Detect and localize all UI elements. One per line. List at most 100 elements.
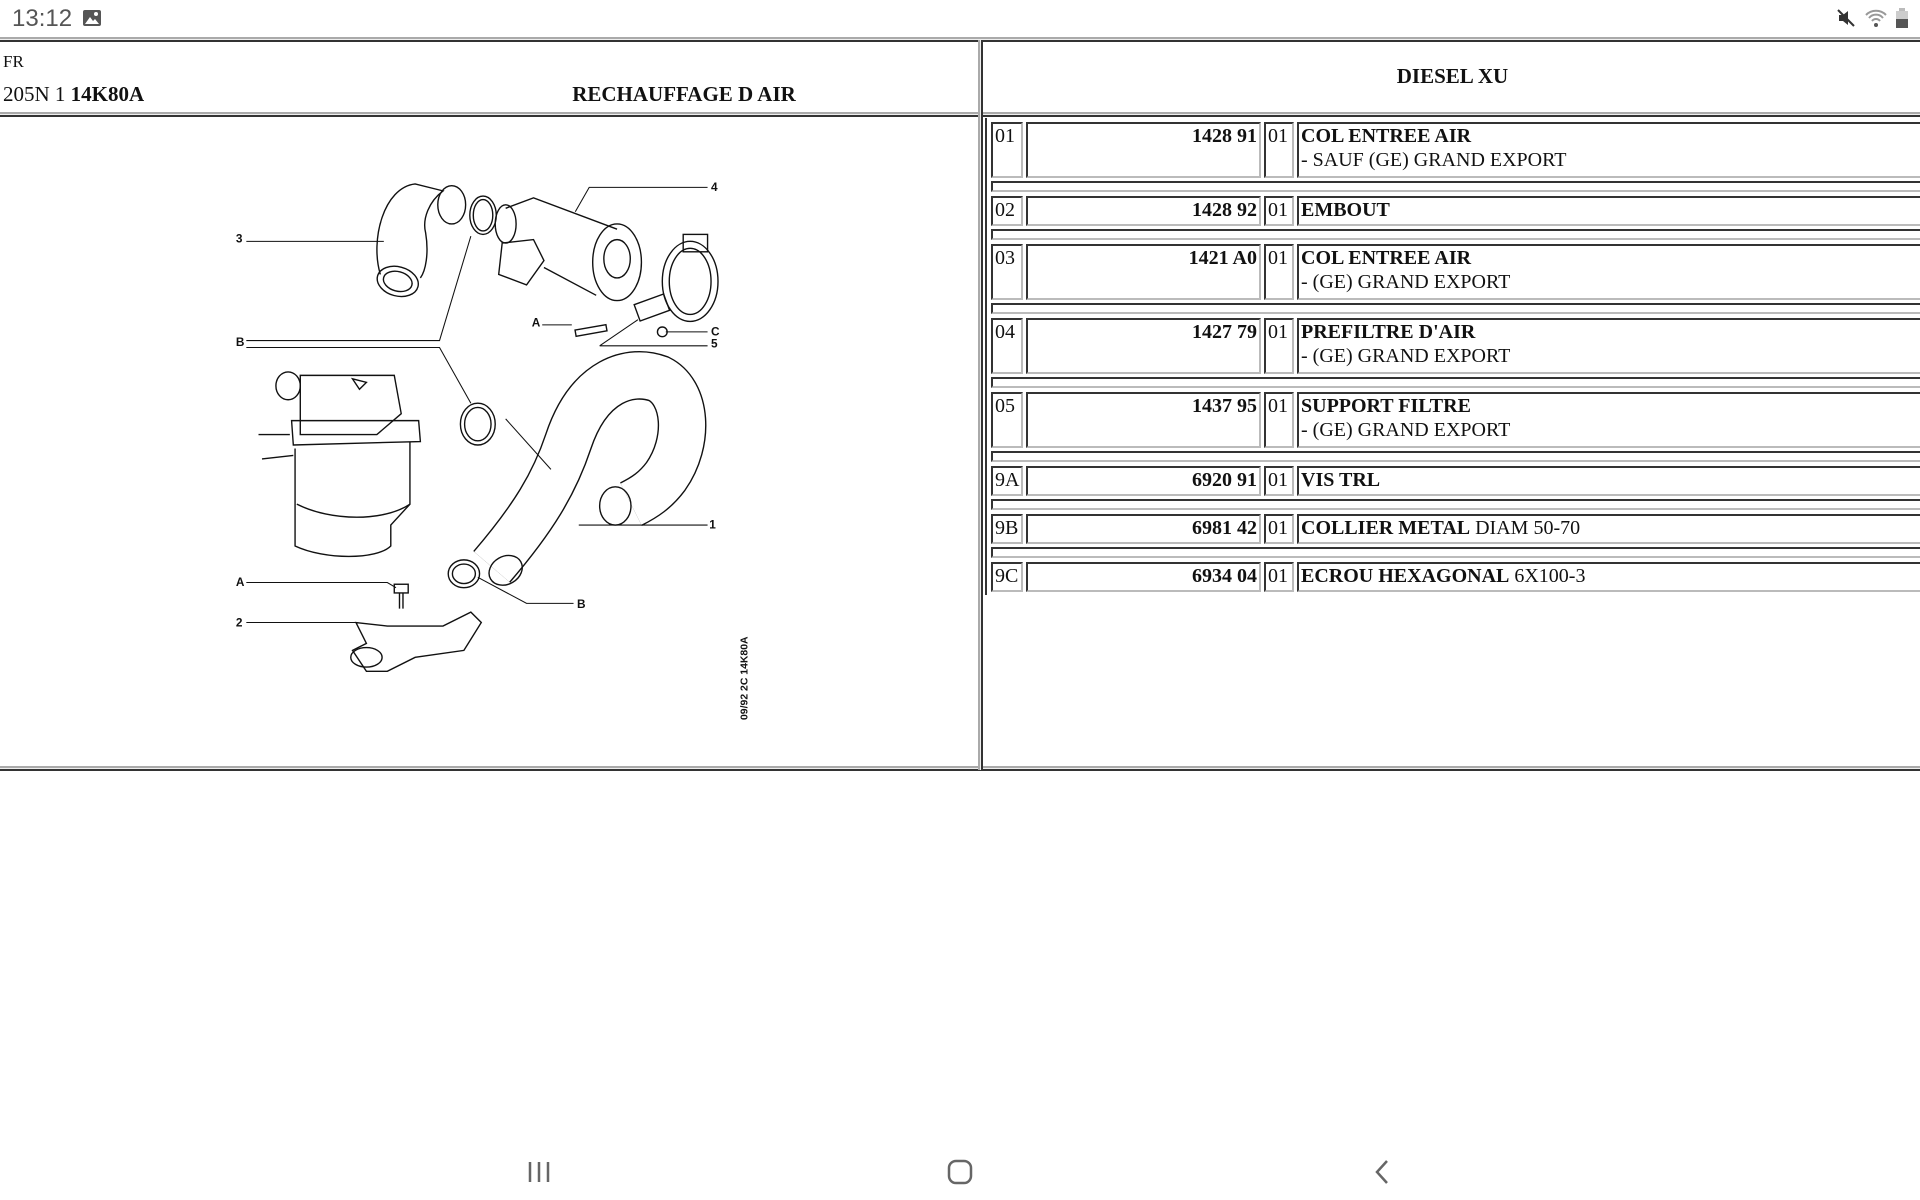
part-note: - (GE) GRAND EXPORT — [1301, 345, 1511, 367]
divider — [0, 112, 1920, 117]
status-time: 13:12 — [12, 5, 73, 32]
navigation-bar — [0, 1140, 1920, 1200]
diagram-stamp: 09/92 2C 14K80A — [740, 636, 751, 720]
row-separator — [991, 499, 1920, 510]
wifi-icon — [1865, 9, 1887, 27]
table-row[interactable]: 03 1421 A0 01 COL ENTREE AIR - (GE) GRAN… — [991, 244, 1920, 300]
divider — [0, 766, 1920, 771]
part-description: COL ENTREE AIR - (GE) GRAND EXPORT — [1297, 244, 1920, 300]
part-reference: 1428 92 — [1026, 196, 1261, 226]
table-row[interactable]: 9B 6981 42 01 COLLIER METAL DIAM 50-70 — [991, 514, 1920, 544]
model: 205N 1 — [3, 82, 66, 106]
part-quantity: 01 — [1264, 122, 1294, 178]
engine-title: DIESEL XU — [1396, 64, 1509, 88]
parts-list-item: 04 1427 79 01 PREFILTRE D'AIR - (GE) GRA… — [991, 318, 1920, 388]
part-note: - (GE) GRAND EXPORT — [1301, 419, 1511, 441]
parts-list-item: 05 1437 95 01 SUPPORT FILTRE - (GE) GRAN… — [991, 392, 1920, 462]
part-reference: 1428 91 — [1026, 122, 1261, 178]
part-description: COL ENTREE AIR - SAUF (GE) GRAND EXPORT — [1297, 122, 1920, 178]
item-index: 9C — [991, 562, 1023, 592]
part-quantity: 01 — [1264, 318, 1294, 374]
recent-apps-button[interactable] — [517, 1150, 561, 1194]
part-reference: 6920 91 — [1026, 466, 1261, 496]
row-separator — [991, 377, 1920, 388]
part-quantity: 01 — [1264, 562, 1294, 592]
label-5: 5 — [711, 337, 718, 351]
parts-list-item: 01 1428 91 01 COL ENTREE AIR - SAUF (GE)… — [991, 122, 1920, 192]
table-row[interactable]: 04 1427 79 01 PREFILTRE D'AIR - (GE) GRA… — [991, 318, 1920, 374]
recent-apps-icon — [528, 1162, 550, 1182]
clamp-5-drawing — [574, 233, 719, 338]
item-index: 03 — [991, 244, 1023, 300]
table-row[interactable]: 02 1428 92 01 EMBOUT — [991, 196, 1920, 226]
table-row[interactable]: 9A 6920 91 01 VIS TRL — [991, 466, 1920, 496]
part-reference: 1421 A0 — [1026, 244, 1261, 300]
part-description: COLLIER METAL DIAM 50-70 — [1297, 514, 1920, 544]
part-reference: 6934 04 — [1026, 562, 1261, 592]
table-row[interactable]: 9C 6934 04 01 ECROU HEXAGONAL 6X100-3 — [991, 562, 1920, 592]
language-code: FR — [3, 52, 24, 71]
part-spec: 6X100-3 — [1514, 565, 1586, 587]
part-reference: 1437 95 — [1026, 392, 1261, 448]
clamp-b2-drawing — [447, 559, 481, 589]
part-note: - SAUF (GE) GRAND EXPORT — [1301, 149, 1567, 171]
canister-drawing — [258, 371, 422, 558]
image-icon — [83, 10, 101, 26]
part-description: VIS TRL — [1297, 466, 1920, 496]
row-separator — [991, 547, 1920, 558]
item-index: 05 — [991, 392, 1023, 448]
row-separator — [991, 303, 1920, 314]
part-quantity: 01 — [1264, 244, 1294, 300]
label-a2: A — [236, 575, 245, 589]
part-reference: 6981 42 — [1026, 514, 1261, 544]
status-bar: 13:12 — [0, 0, 1920, 38]
prefilter-4-drawing — [494, 197, 643, 302]
part-name: SUPPORT FILTRE — [1301, 395, 1471, 417]
back-button[interactable] — [1360, 1150, 1404, 1194]
part-quantity: 01 — [1264, 514, 1294, 544]
exploded-diagram: 3 4 B A C 5 1 B A 2 09/92 2C 14K80A — [236, 180, 751, 720]
hose-1-drawing — [473, 351, 707, 586]
page-title: RECHAUFFAGE D AIR — [572, 82, 796, 106]
hose-3-drawing — [376, 183, 497, 298]
duct-2-drawing — [350, 583, 483, 672]
part-description: PREFILTRE D'AIR - (GE) GRAND EXPORT — [1297, 318, 1920, 374]
part-quantity: 01 — [1264, 392, 1294, 448]
back-chevron-icon — [1375, 1160, 1388, 1184]
model-code: 205N 1 14K80A — [3, 82, 144, 107]
divider — [978, 40, 983, 770]
part-description: SUPPORT FILTRE - (GE) GRAND EXPORT — [1297, 392, 1920, 448]
item-index: 9A — [991, 466, 1023, 496]
row-separator — [991, 181, 1920, 192]
part-spec: DIAM 50-70 — [1475, 517, 1581, 539]
part-name: PREFILTRE D'AIR — [1301, 321, 1476, 343]
mute-icon — [1837, 9, 1855, 27]
item-index: 9B — [991, 514, 1023, 544]
row-separator — [991, 451, 1920, 462]
part-name: COL ENTREE AIR — [1301, 125, 1472, 147]
parts-table: 01 1428 91 01 COL ENTREE AIR - SAUF (GE)… — [985, 118, 1920, 595]
home-icon — [947, 1159, 973, 1185]
part-name: VIS TRL — [1301, 469, 1381, 491]
part-description: ECROU HEXAGONAL 6X100-3 — [1297, 562, 1920, 592]
divider — [0, 37, 1920, 42]
part-name: COL ENTREE AIR — [1301, 247, 1472, 269]
parts-list-item: 9B 6981 42 01 COLLIER METAL DIAM 50-70 — [991, 514, 1920, 558]
part-reference: 1427 79 — [1026, 318, 1261, 374]
parts-list-item: 9A 6920 91 01 VIS TRL — [991, 466, 1920, 510]
label-a: A — [532, 316, 541, 330]
label-1: 1 — [709, 518, 716, 532]
parts-list-item: 03 1421 A0 01 COL ENTREE AIR - (GE) GRAN… — [991, 244, 1920, 314]
label-3: 3 — [236, 231, 243, 245]
label-b2: B — [577, 597, 586, 611]
home-button[interactable] — [938, 1150, 982, 1194]
part-name: COLLIER METAL — [1301, 517, 1471, 539]
part-quantity: 01 — [1264, 196, 1294, 226]
leader-lines — [246, 186, 708, 624]
table-row[interactable]: 05 1437 95 01 SUPPORT FILTRE - (GE) GRAN… — [991, 392, 1920, 448]
item-index: 02 — [991, 196, 1023, 226]
label-2: 2 — [236, 616, 243, 630]
label-4: 4 — [711, 180, 718, 194]
row-separator — [991, 229, 1920, 240]
table-row[interactable]: 01 1428 91 01 COL ENTREE AIR - SAUF (GE)… — [991, 122, 1920, 178]
